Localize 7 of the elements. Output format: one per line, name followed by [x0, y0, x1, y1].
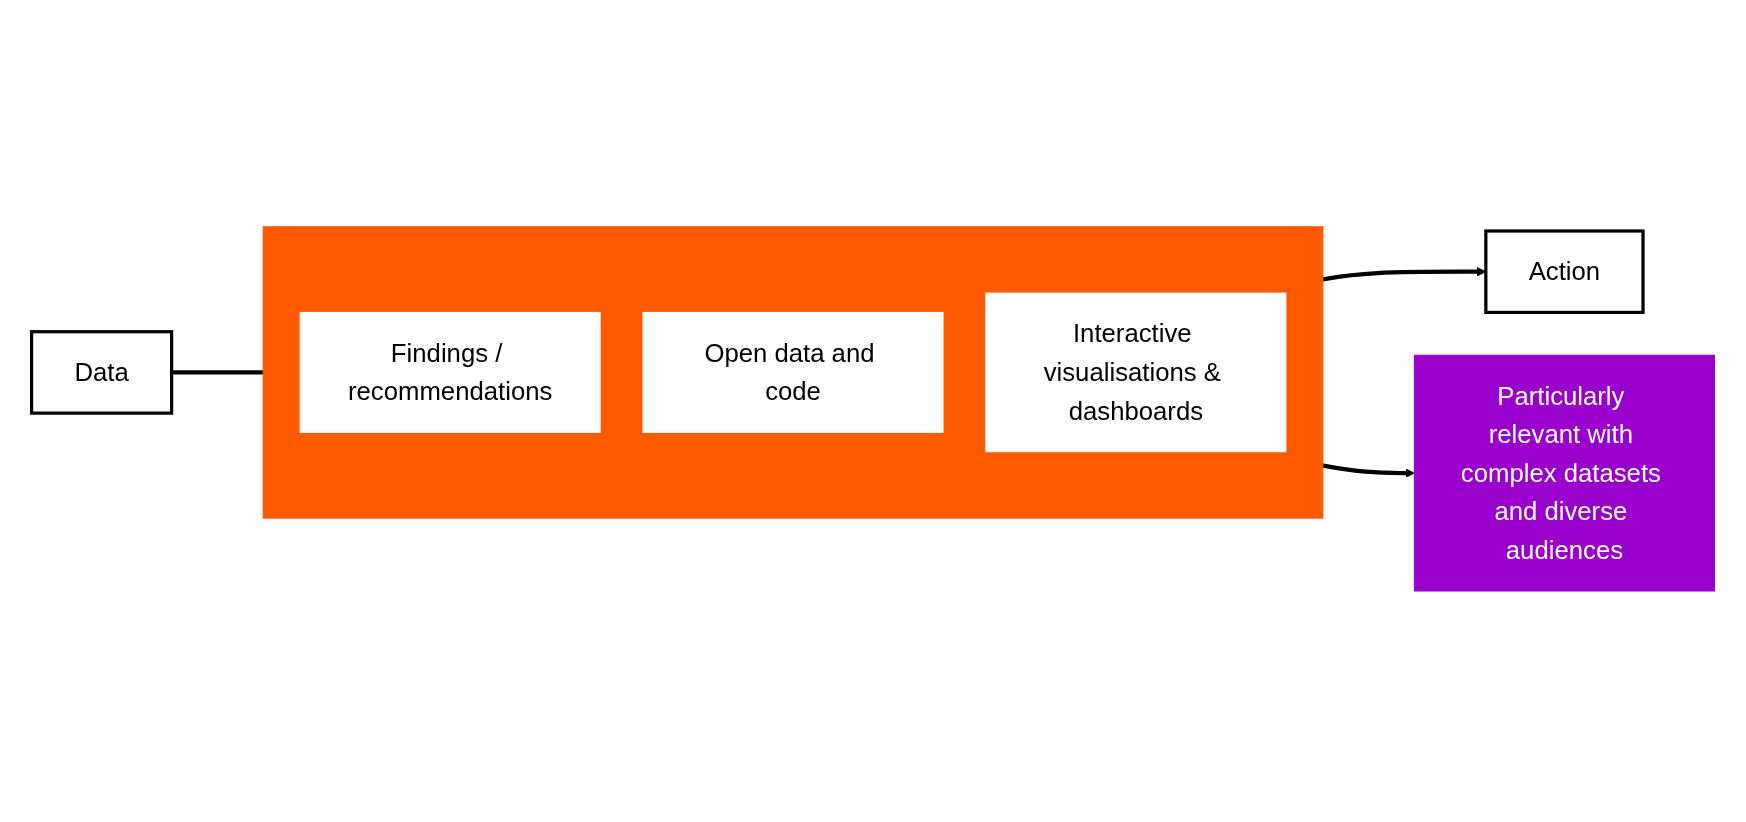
cluster	[262, 226, 1324, 519]
node-box: Data	[29, 330, 174, 415]
node-box: Interactive visualisations & dashboards	[985, 292, 1287, 453]
node-box: Open data and code	[642, 311, 944, 433]
node-box: Action	[1484, 229, 1645, 315]
node-box: Findings / recommendations	[299, 311, 601, 433]
node-box: Particularly relevant with complex datasets and diverse audiences	[1413, 354, 1715, 592]
